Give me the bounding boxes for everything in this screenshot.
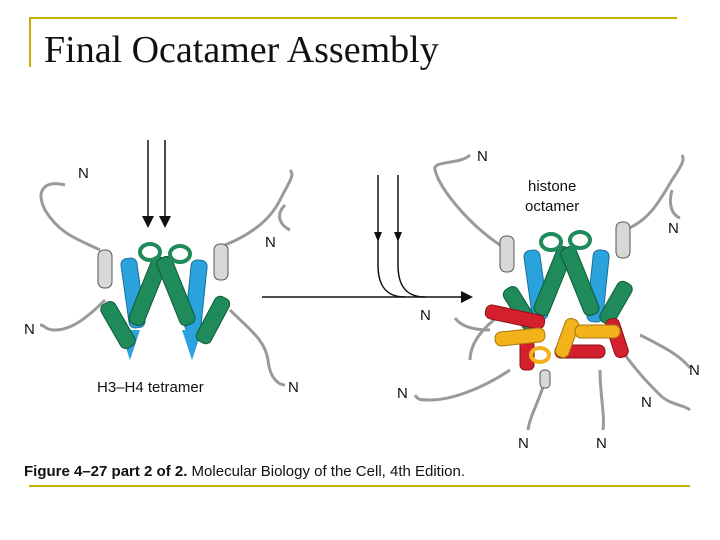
n-terminus-label: N [668, 220, 679, 237]
slide-title: Final Ocatamer Assembly [44, 29, 439, 71]
histone-octamer-structure [413, 153, 692, 431]
n-terminus-label: N [518, 435, 529, 452]
n-terminus-label: N [477, 148, 488, 165]
n-terminus-label: N [641, 394, 652, 411]
n-terminus-label: N [689, 362, 700, 379]
n-terminus-label: N [265, 234, 276, 251]
n-terminus-label: N [288, 379, 299, 396]
n-terminus-label: N [596, 435, 607, 452]
n-terminus-label: N [78, 165, 89, 182]
figure-caption: Figure 4–27 part 2 of 2. Molecular Biolo… [24, 463, 465, 480]
n-terminus-label: N [420, 307, 431, 324]
frame-left-line [29, 17, 31, 67]
h3-h4-tetramer-structure [39, 168, 294, 387]
n-terminus-label: N [24, 321, 35, 338]
n-terminus-label: N [397, 385, 408, 402]
caption-figure-number: Figure 4–27 part 2 of 2. [24, 463, 188, 480]
assembly-arrows [262, 175, 473, 303]
frame-bottom-line [29, 485, 690, 487]
caption-source: Molecular Biology of the Cell, 4th Editi… [187, 463, 466, 480]
octamer-label-line1: histone [528, 178, 576, 195]
octamer-label-line2: octamer [525, 198, 579, 215]
frame-top-line [29, 17, 677, 19]
tetramer-label: H3–H4 tetramer [97, 379, 204, 396]
